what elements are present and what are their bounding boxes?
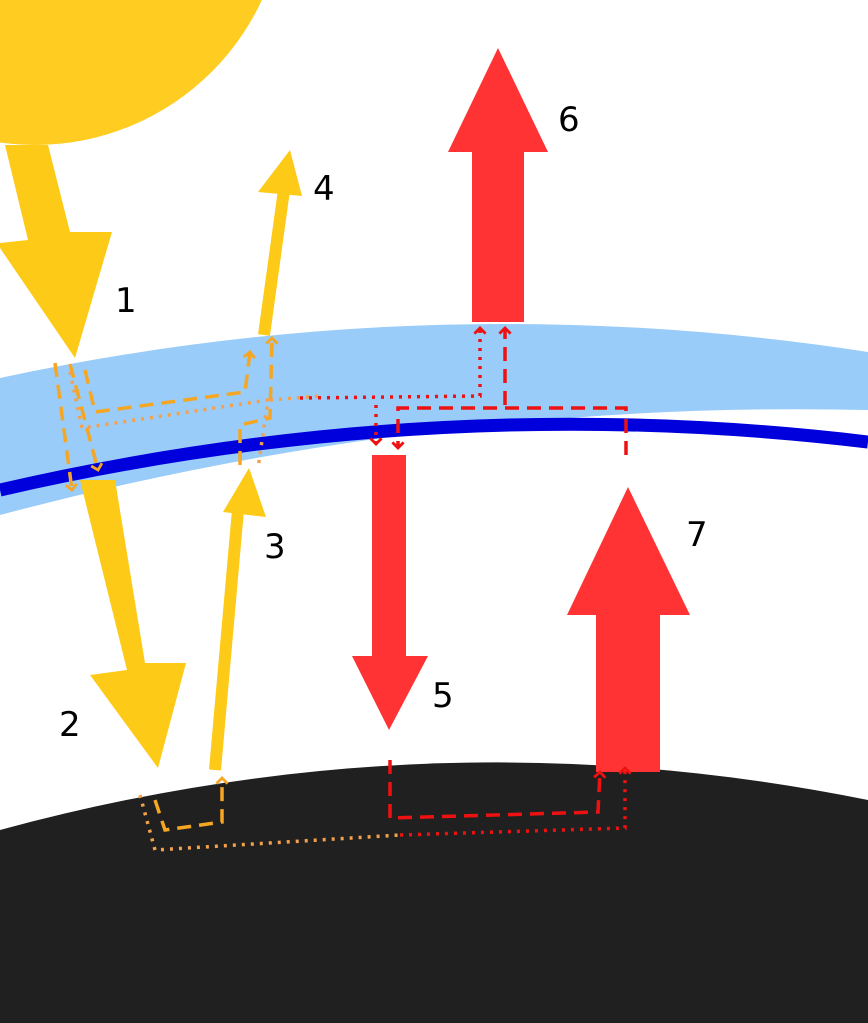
outgoing-radiation-shaft	[472, 150, 524, 322]
label-6: 6	[558, 100, 580, 140]
incoming-solar-arrow	[0, 145, 112, 358]
solar-scattered-dashed	[68, 363, 104, 472]
surface-solar-dashed	[153, 776, 229, 832]
surface-emission-shaft	[596, 612, 660, 772]
surface-solar-arrow	[80, 480, 186, 768]
back-radiation-head	[352, 656, 428, 730]
label-1: 1	[115, 281, 137, 321]
solar-transmitted-dashed	[238, 336, 279, 465]
back-radiation-shaft	[372, 455, 406, 660]
label-5: 5	[432, 676, 454, 716]
atmosphere-layer	[0, 323, 868, 515]
surface-thermal-dashed	[388, 760, 607, 820]
sun	[0, 0, 262, 145]
label-2: 2	[59, 705, 81, 745]
atmosphere-to-space-dotted	[299, 326, 487, 400]
outgoing-radiation-head	[448, 48, 548, 152]
space-reflected-shaft	[258, 189, 290, 336]
ground	[0, 762, 868, 1023]
atmosphere-boundary-line	[0, 417, 868, 497]
surface-emission-head	[567, 487, 690, 615]
surface-thermal-dotted	[399, 766, 632, 837]
solar-absorbed-dotted	[68, 371, 271, 469]
label-3: 3	[264, 527, 286, 567]
atmosphere-exchange-dashed	[391, 406, 628, 455]
surface-reflected-shaft	[209, 509, 244, 771]
surface-solar-dotted	[138, 794, 401, 852]
solar-reflected-atmosphere-dashed	[83, 350, 256, 414]
label-4: 4	[313, 169, 335, 209]
surface-reflected-head	[223, 468, 266, 517]
label-7: 7	[686, 515, 708, 555]
space-reflected-head	[258, 150, 302, 196]
